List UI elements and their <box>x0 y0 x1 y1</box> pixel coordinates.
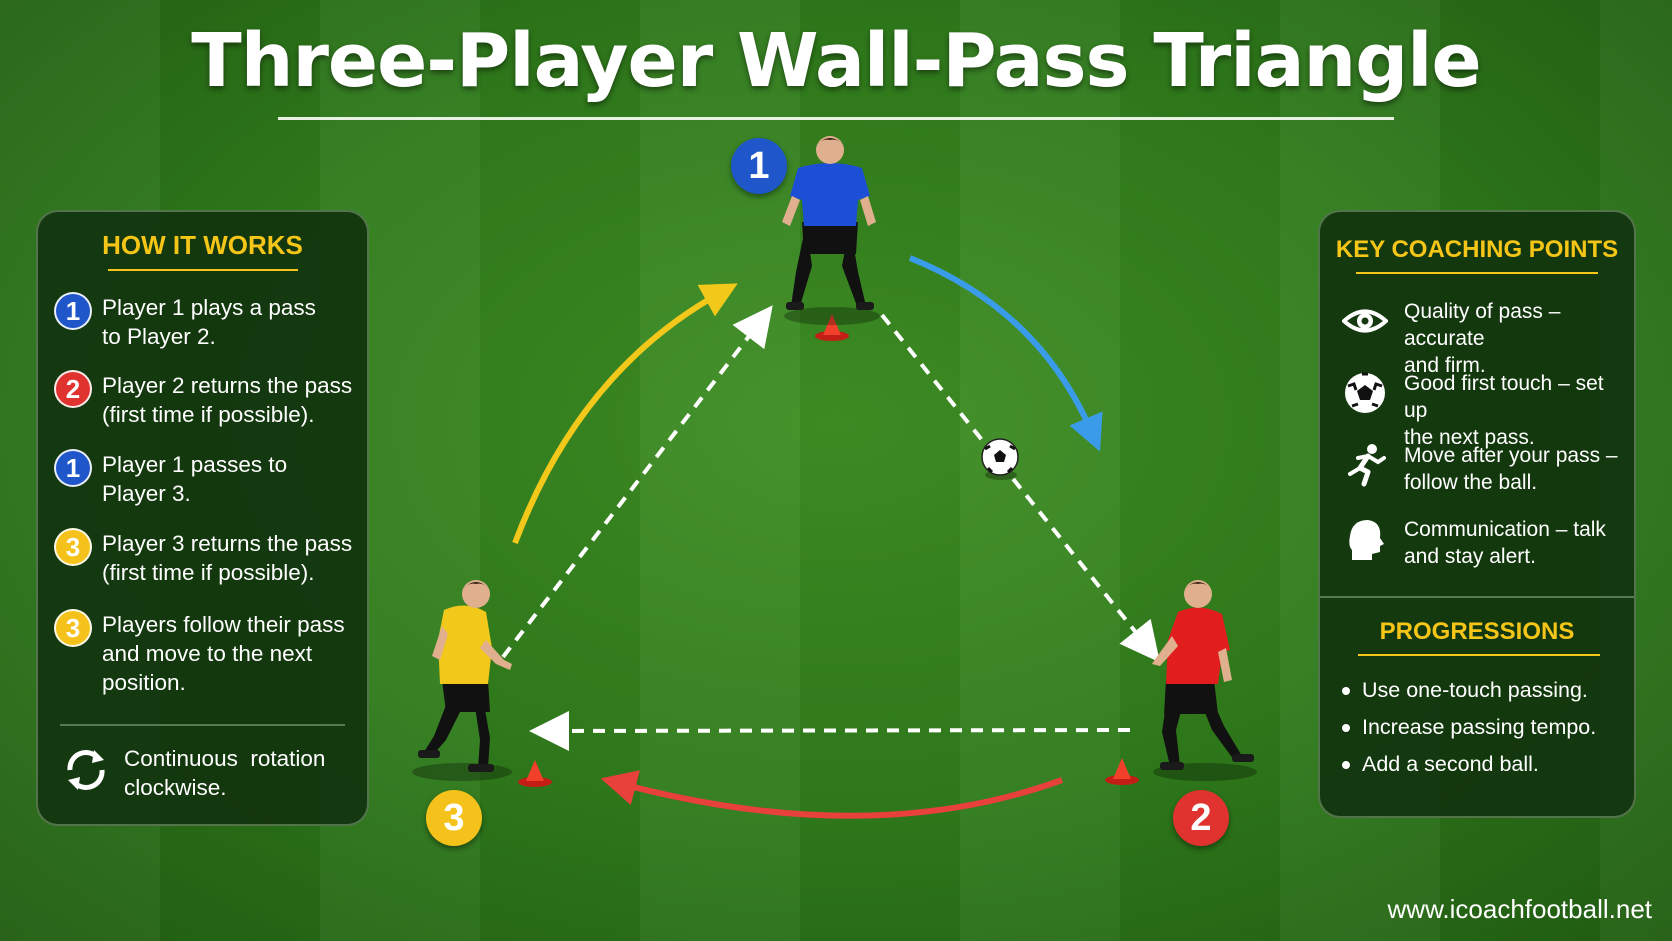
football-icon <box>1345 372 1385 413</box>
heading-underline <box>1358 654 1600 656</box>
step-text: Player 3 returns the pass(first time if … <box>102 531 353 585</box>
coaching-points-heading: KEY COACHING POINTS <box>1335 236 1619 263</box>
how-it-works-heading: HOW IT WORKS <box>102 230 303 260</box>
page-title: Three-Player Wall-Pass Triangle <box>191 18 1481 104</box>
player-1-badge: 1 <box>731 138 787 194</box>
cone <box>1105 758 1139 785</box>
progression-item: Use one-touch passing. <box>1342 678 1588 703</box>
player-3-badge: 3 <box>426 790 482 846</box>
blue-rotation-arrow <box>908 255 1103 452</box>
player-2-badge: 2 <box>1173 790 1229 846</box>
step-badge: 3 <box>54 528 92 566</box>
step-badge: 2 <box>54 370 92 408</box>
step-item: 3 Player 3 returns the pass(first time i… <box>54 528 357 587</box>
running-person-icon <box>1348 444 1386 487</box>
progressions-heading: PROGRESSIONS <box>1379 618 1575 645</box>
step-badge: 1 <box>54 292 92 330</box>
coaching-points-panel: KEY COACHING POINTS Quality of pass – ac… <box>1318 210 1636 818</box>
head-silhouette-icon <box>1349 520 1384 560</box>
rotate-icon <box>67 750 105 790</box>
website-url: www.icoachfootball.net <box>1387 894 1652 924</box>
pass-line-1-to-2 <box>880 313 1160 663</box>
panel-divider <box>1320 596 1634 598</box>
step-text: Player 2 returns the pass(first time if … <box>102 373 353 427</box>
step-badge: 3 <box>54 609 92 647</box>
heading-underline <box>1356 272 1598 274</box>
progression-item: Add a second ball. <box>1342 752 1539 777</box>
pass-line-3-to-1 <box>501 305 773 659</box>
player-1-figure <box>782 136 880 325</box>
step-badge: 1 <box>54 449 92 487</box>
yellow-rotation-arrow <box>512 283 738 545</box>
football <box>981 438 1019 480</box>
red-rotation-arrow <box>600 770 1064 819</box>
progression-item: Increase passing tempo. <box>1342 715 1596 740</box>
eye-icon <box>1342 309 1388 333</box>
panel-divider <box>60 724 345 726</box>
pass-line-2-to-3 <box>529 710 1131 751</box>
coaching-point: Move after your pass –follow the ball. <box>1342 442 1629 496</box>
cone <box>815 314 849 341</box>
player-2-figure <box>1152 580 1257 781</box>
title-underline <box>278 117 1394 120</box>
player-3-figure <box>412 580 512 781</box>
step-item: 2 Player 2 returns the pass(first time i… <box>54 370 357 429</box>
cone <box>518 760 552 787</box>
heading-underline <box>107 269 298 271</box>
